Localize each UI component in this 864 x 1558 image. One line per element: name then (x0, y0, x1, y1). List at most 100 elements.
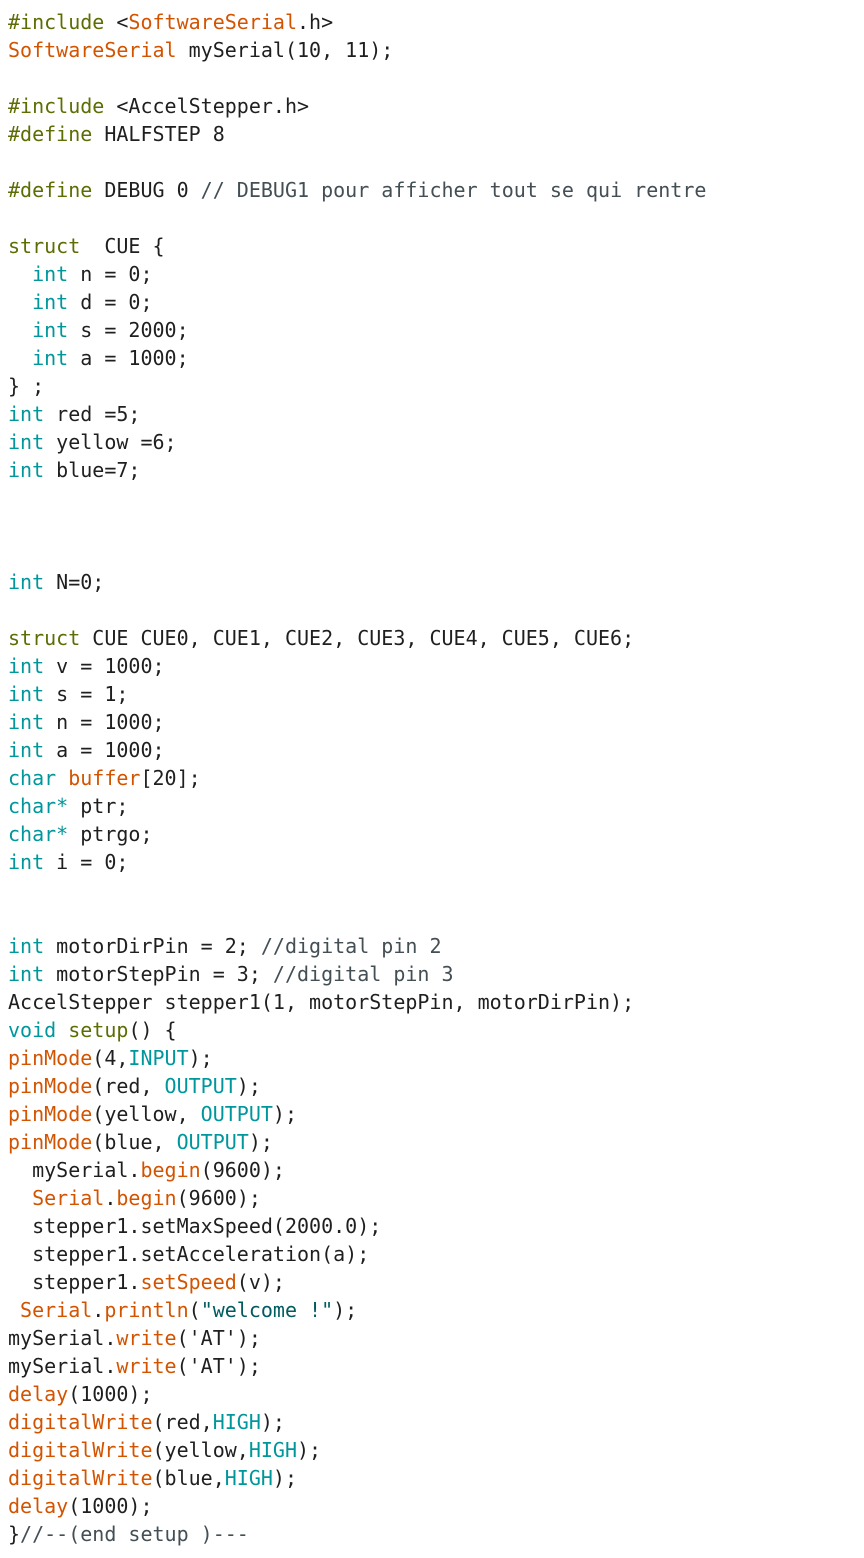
code-token: setup (68, 1018, 129, 1042)
code-token: stepper1.setMaxSpeed(2000.0); (8, 1214, 382, 1238)
code-token: int (8, 850, 45, 874)
code-token: ); (272, 1466, 298, 1490)
code-token: OUTPUT (200, 1102, 273, 1126)
code-token: mySerial. (8, 1354, 117, 1378)
code-token: HIGH (248, 1438, 297, 1462)
code-token: DEBUG 0 (92, 178, 201, 202)
code-token: int (8, 402, 45, 426)
code-token: (yellow, (92, 1102, 201, 1126)
code-token: s = 2000; (68, 318, 189, 342)
code-token (8, 1186, 32, 1210)
code-token: SoftwareSerial (8, 38, 177, 62)
code-token: char* (8, 794, 69, 818)
code-token: yellow =6; (44, 430, 177, 454)
code-token: N=0; (44, 570, 105, 594)
code-token: CUE { (80, 234, 165, 258)
code-token: INPUT (128, 1046, 189, 1070)
code-token: write (116, 1354, 177, 1378)
code-token: println (104, 1298, 189, 1322)
code-token: () { (128, 1018, 177, 1042)
code-lines: #include <SoftwareSerial.h>SoftwareSeria… (8, 8, 858, 1548)
code-line: int v = 1000; (8, 652, 858, 680)
code-token: int (8, 458, 45, 482)
code-token: char (8, 766, 57, 790)
code-token: mySerial. (8, 1326, 117, 1350)
code-token: ptrgo; (68, 822, 153, 846)
code-token: int (32, 346, 69, 370)
code-token: mySerial(10, 11); (176, 38, 394, 62)
code-token: #include (8, 10, 105, 34)
code-token: (red, (92, 1074, 165, 1098)
code-line: mySerial.begin(9600); (8, 1156, 858, 1184)
code-line: void setup() { (8, 1016, 858, 1044)
code-token: (9600); (200, 1158, 285, 1182)
code-token: ); (248, 1130, 273, 1154)
code-token: CUE CUE0, CUE1, CUE2, CUE3, CUE4, CUE5, … (80, 626, 635, 650)
code-token: OUTPUT (164, 1074, 237, 1098)
code-token: setSpeed (140, 1270, 237, 1294)
code-token: motorDirPin = 2; (44, 934, 261, 958)
code-token: Serial (32, 1186, 105, 1210)
code-token: ( (188, 1298, 201, 1322)
code-token: (1000); (68, 1494, 153, 1518)
code-token: struct (8, 234, 81, 258)
code-line: delay(1000); (8, 1492, 858, 1520)
code-token: . (104, 1186, 117, 1210)
code-token: ptr; (68, 794, 129, 818)
code-token: } ; (8, 374, 45, 398)
code-line: struct CUE CUE0, CUE1, CUE2, CUE3, CUE4,… (8, 624, 858, 652)
code-token: ); (260, 1410, 285, 1434)
code-line (8, 540, 858, 568)
code-line (8, 148, 858, 176)
code-token: d = 0; (68, 290, 153, 314)
code-line: delay(1000); (8, 1380, 858, 1408)
code-token: #define (8, 122, 93, 146)
code-line: #define DEBUG 0 // DEBUG1 pour afficher … (8, 176, 858, 204)
code-token: // DEBUG1 pour afficher tout se qui rent… (200, 178, 707, 202)
code-token: mySerial. (8, 1158, 141, 1182)
code-token: i = 0; (44, 850, 129, 874)
code-token: int (32, 262, 69, 286)
code-line: int yellow =6; (8, 428, 858, 456)
code-token: (9600); (176, 1186, 261, 1210)
code-line: int motorDirPin = 2; //digital pin 2 (8, 932, 858, 960)
code-token: <AccelStepper.h> (104, 94, 310, 118)
code-token: HIGH (212, 1410, 261, 1434)
code-token: HIGH (224, 1466, 273, 1490)
code-line: } ; (8, 372, 858, 400)
code-token: Serial (20, 1298, 93, 1322)
code-line: Serial.println("welcome !"); (8, 1296, 858, 1324)
code-line: int blue=7; (8, 456, 858, 484)
code-token: (v); (236, 1270, 285, 1294)
code-token: . (92, 1298, 105, 1322)
code-token: begin (140, 1158, 201, 1182)
code-token: int (8, 738, 45, 762)
code-token: //digital pin 2 (260, 934, 442, 958)
code-line: #include <SoftwareSerial.h> (8, 8, 858, 36)
code-token: ); (236, 1074, 261, 1098)
code-editor[interactable]: #include <SoftwareSerial.h>SoftwareSeria… (8, 8, 858, 1548)
code-line (8, 904, 858, 932)
code-token: int (8, 710, 45, 734)
code-line: char* ptr; (8, 792, 858, 820)
code-token: delay (8, 1382, 69, 1406)
code-token: int (8, 962, 45, 986)
code-token: pinMode (8, 1130, 93, 1154)
code-token: pinMode (8, 1074, 93, 1098)
code-token: HALFSTEP 8 (92, 122, 225, 146)
code-token: pinMode (8, 1046, 93, 1070)
code-line (8, 204, 858, 232)
code-token: v = 1000; (44, 654, 165, 678)
code-token: stepper1. (8, 1270, 141, 1294)
code-line: int N=0; (8, 568, 858, 596)
code-token: write (116, 1326, 177, 1350)
code-token: ('AT'); (176, 1354, 261, 1378)
code-token: .h> (297, 10, 334, 34)
code-token: "welcome !" (200, 1298, 334, 1322)
code-token: (4, (92, 1046, 129, 1070)
code-line: int a = 1000; (8, 344, 858, 372)
code-line: pinMode(red, OUTPUT); (8, 1072, 858, 1100)
code-token: void (8, 1018, 57, 1042)
code-token: ('AT'); (176, 1326, 261, 1350)
code-line: int s = 1; (8, 680, 858, 708)
